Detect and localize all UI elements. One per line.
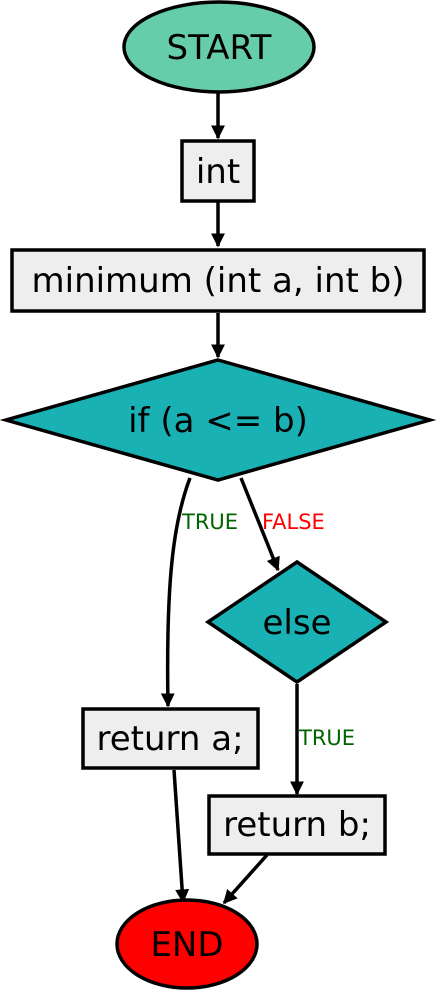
edge-return-a-to-end [172, 769, 190, 904]
edge-label-condition-true: TRUE [181, 510, 238, 534]
end-node-label: END [150, 925, 223, 965]
else-node-shape [204, 559, 390, 685]
return-type-node-shape [180, 139, 256, 203]
start-node-label: START [167, 28, 272, 68]
condition-node: if (a <= b) [0, 358, 437, 482]
return-b-node-shape [207, 794, 387, 856]
return-b-node-label: return b; [223, 805, 371, 845]
edge-label-condition-false: FALSE [262, 510, 325, 534]
edge-return-b-to-end [222, 853, 269, 905]
condition-node-label: if (a <= b) [128, 401, 308, 441]
return-a-node: return a; [81, 707, 260, 770]
start-node-shape [122, 0, 316, 94]
return-a-node-label: return a; [96, 719, 243, 759]
else-node: else [204, 559, 390, 685]
function-node-shape [10, 248, 426, 313]
end-node: END [115, 898, 259, 990]
function-node-label: minimum (int a, int b) [32, 261, 405, 301]
return-a-node-shape [81, 707, 260, 770]
condition-node-shape [0, 358, 437, 482]
edge-condition-true [160, 477, 192, 708]
start-node: START [122, 0, 316, 94]
edge-condition-false [239, 477, 280, 572]
return-type-node: int [180, 139, 256, 203]
function-node: minimum (int a, int b) [10, 248, 426, 313]
else-node-label: else [263, 603, 332, 643]
edge-label-else-true: TRUE [298, 726, 355, 750]
return-type-node-label: int [196, 152, 240, 192]
return-b-node: return b; [207, 794, 387, 856]
end-node-shape [115, 898, 259, 990]
